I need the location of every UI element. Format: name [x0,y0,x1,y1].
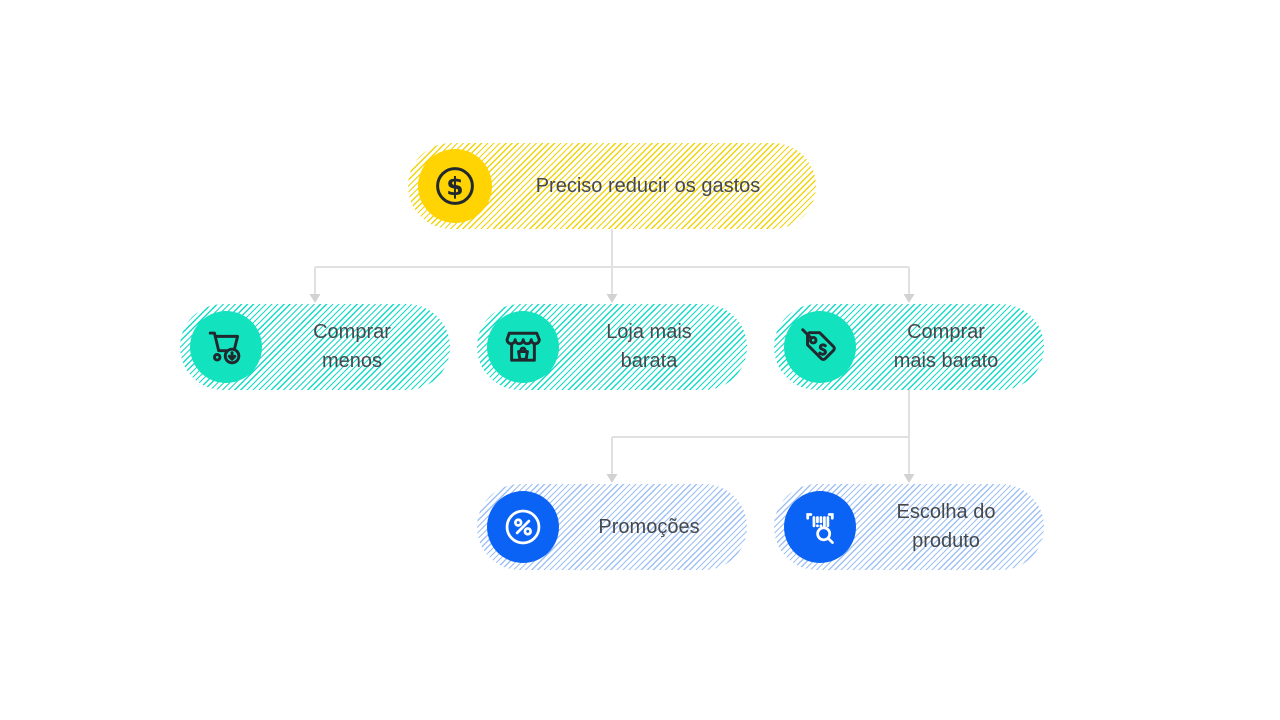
percent-circle-icon [487,491,559,563]
node-label: Preciso reducir os gastos [535,174,761,197]
node-promocoes[interactable]: Promoções [477,484,747,570]
barcode-search-icon [784,491,856,563]
price-tag-icon [784,311,856,383]
arrowhead [309,294,321,303]
node-comprar-mais-barato[interactable]: Comprar mais barato [774,304,1044,390]
arrowhead [606,474,618,483]
edge-root-to-children [314,229,910,295]
storefront-icon [487,311,559,383]
node-comprar-menos[interactable]: Comprar menos [180,304,450,390]
node-escolha-do-produto[interactable]: Escolha do produto [774,484,1044,570]
arrowhead [606,294,618,303]
svg-text:$: $ [446,172,463,201]
edge-barato-to-grandchildren [611,390,910,475]
node-label: Escolha do produto [896,501,996,552]
node-label: Loja mais barata [606,321,692,372]
node-loja-mais-barata[interactable]: Loja mais barata [477,304,747,390]
node-label: Comprar menos [313,321,391,372]
node-label: Comprar mais barato [893,321,999,372]
node-label: Promoções [598,515,700,538]
node-preciso-reducir-os-gastos[interactable]: $ Preciso reducir os gastos [408,143,816,229]
arrowhead [903,294,915,303]
cart-arrow-down-icon [190,311,262,383]
dollar-coin-icon: $ [418,149,492,223]
arrowhead [903,474,915,483]
